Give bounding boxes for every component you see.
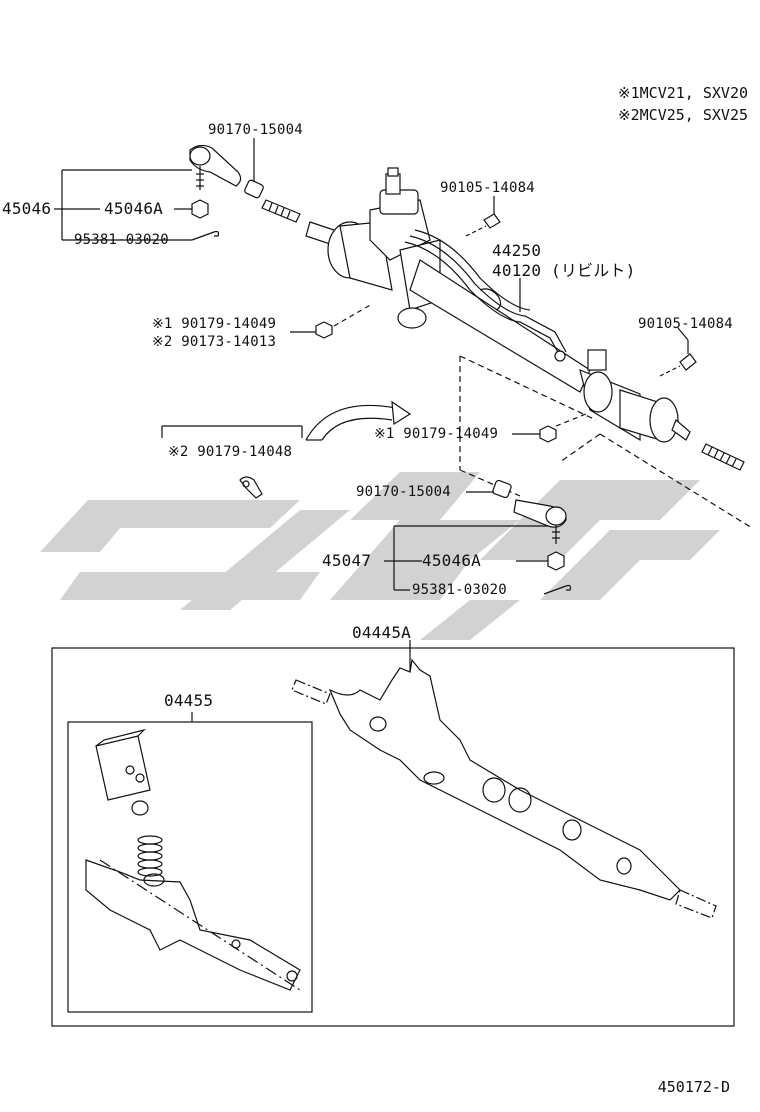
- label-45046A-bottom[interactable]: 45046A: [422, 551, 481, 570]
- lock-nut-left: [244, 179, 264, 199]
- label-44250[interactable]: 44250: [492, 241, 542, 260]
- box-04445A: [51, 640, 735, 1027]
- label-45047[interactable]: 45047: [322, 551, 372, 570]
- nut-90179-mid: [539, 413, 587, 443]
- model-legend: ※1MCV21, SXV20 ※2MCV25, SXV25: [618, 82, 748, 126]
- legend-line-1: ※1MCV21, SXV20: [618, 84, 748, 102]
- threaded-rod-left: [261, 199, 301, 223]
- label-40120[interactable]: 40120 (リビルト): [492, 261, 636, 280]
- label-90173-14013-left[interactable]: ※2 90173-14013: [152, 334, 277, 350]
- rack-assembly: [305, 167, 691, 443]
- nut-90179-left: [315, 303, 373, 339]
- label-90179-14049-left[interactable]: ※1 90179-14049: [152, 316, 277, 332]
- legend-line-2: ※2MCV25, SXV25: [618, 106, 748, 124]
- hex-nut-45046A-bottom: [547, 551, 565, 571]
- label-04445A[interactable]: 04445A: [352, 623, 411, 642]
- bolt-90105-top: [465, 204, 501, 237]
- spring-part: [137, 835, 163, 877]
- label-90170-15004-bottom[interactable]: 90170-15004: [356, 484, 451, 500]
- lock-nut-right: [492, 479, 512, 499]
- cotter-pin-top: [191, 230, 220, 241]
- label-04455[interactable]: 04455: [164, 691, 214, 710]
- threaded-rod-right: [701, 443, 745, 471]
- diagram-code: 450172-D: [657, 1078, 730, 1096]
- clip-90179-14048: [239, 476, 263, 499]
- curved-arrow: [305, 400, 412, 441]
- leader-45046: [54, 138, 255, 241]
- label-95381-03020-top[interactable]: 95381-03020: [74, 232, 169, 248]
- label-90179-14048[interactable]: ※2 90179-14048: [168, 444, 293, 460]
- label-45046A-top[interactable]: 45046A: [104, 199, 163, 218]
- label-90105-14084-top[interactable]: 90105-14084: [440, 180, 535, 196]
- rack-housing-outline: [291, 658, 717, 919]
- label-90170-15004-top[interactable]: 90170-15004: [208, 122, 303, 138]
- tie-rod-end-left: [189, 144, 242, 190]
- label-90179-14049-mid[interactable]: ※1 90179-14049: [374, 426, 499, 442]
- bolt-90105-right: [659, 340, 697, 377]
- yoke-cap-part: [95, 728, 151, 816]
- box-04455: [67, 712, 313, 1013]
- rack-guide-housing: [85, 859, 301, 991]
- tie-rod-end-right: [513, 499, 567, 544]
- leader-lines-misc: [290, 196, 689, 435]
- watermark-logo: [40, 472, 720, 640]
- bracket-90179-14048: [161, 425, 303, 438]
- label-45046[interactable]: 45046: [2, 199, 52, 218]
- hex-nut-45046A-top: [191, 199, 209, 219]
- leader-45047: [384, 491, 548, 591]
- label-90105-14084-right[interactable]: 90105-14084: [638, 316, 733, 332]
- cotter-pin-bottom: [543, 584, 572, 595]
- label-95381-03020-bottom[interactable]: 95381-03020: [412, 582, 507, 598]
